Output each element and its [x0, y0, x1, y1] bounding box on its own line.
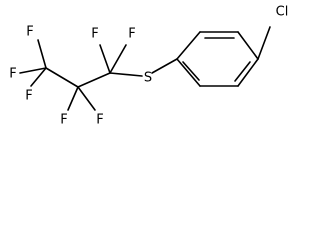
- ring-bond: [237, 31, 259, 60]
- c-cl-bond: [257, 26, 271, 60]
- fluorine-atom-label: F: [91, 27, 98, 42]
- c-f-bond: [30, 67, 47, 87]
- ring-bond: [176, 58, 201, 87]
- fluorine-atom-label: F: [25, 89, 32, 104]
- c-f-bond: [67, 86, 79, 111]
- fluorine-atom-label: F: [9, 67, 16, 82]
- molecule-structure-diagram: Cl S F F F F F F F: [9, 5, 289, 128]
- chlorine-atom-label: Cl: [276, 5, 289, 20]
- ring-double-bond: [182, 61, 200, 81]
- fluorine-atom-label: F: [26, 25, 33, 40]
- ring-bond: [237, 58, 259, 87]
- c-s-bond: [151, 58, 178, 74]
- sulfur-atom-label: S: [144, 71, 152, 86]
- fluorine-atom-label: F: [60, 113, 67, 128]
- ring-bond: [176, 31, 201, 60]
- ring-double-bond: [234, 61, 251, 82]
- c-f-bond: [19, 67, 47, 74]
- c-c-bond: [77, 72, 111, 88]
- c-f-bond: [77, 86, 96, 111]
- c-f-bond: [37, 39, 47, 69]
- c-f-bond: [99, 44, 111, 74]
- c-f-bond: [109, 44, 127, 74]
- c-c-bond: [45, 67, 79, 88]
- fluorine-atom-label: F: [96, 113, 103, 128]
- benzene-ring: [176, 31, 259, 87]
- fluorine-atom-label: F: [128, 27, 135, 42]
- s-c-bond: [109, 72, 143, 77]
